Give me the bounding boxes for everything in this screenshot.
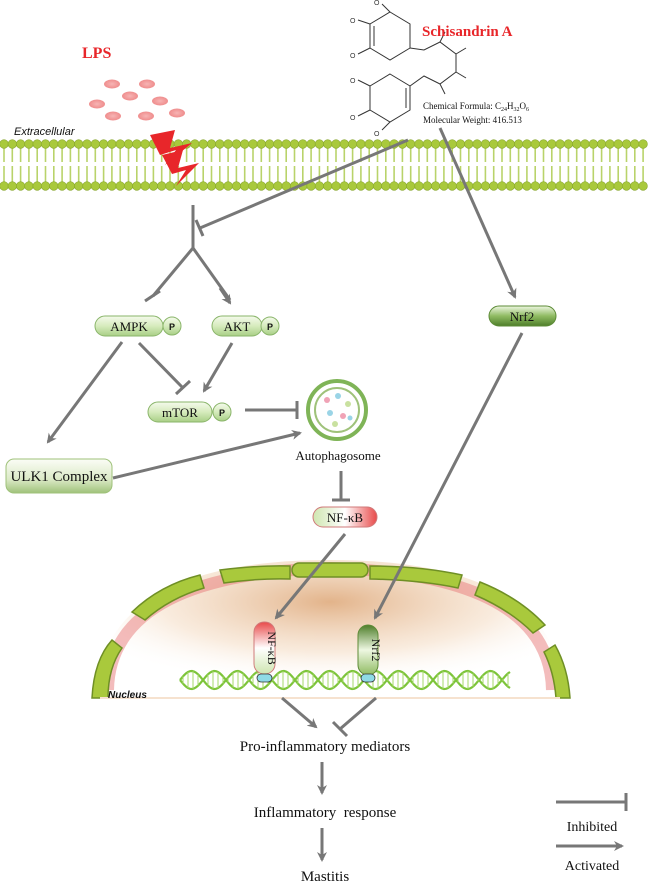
- mtor-node: mTOR P: [147, 401, 232, 423]
- inhibit-arrow-schisandrin: [194, 138, 409, 237]
- mastitis-label: Mastitis: [301, 869, 350, 885]
- nucleus-label: Nucleus: [108, 690, 147, 701]
- nrf2-nucleus-node: Nrf2: [357, 624, 383, 683]
- compound-formula: Chemical Formula: C24H32O6: [423, 101, 529, 113]
- akt-node: AKT P: [211, 315, 280, 337]
- svg-text:O: O: [350, 115, 356, 122]
- svg-text:NF-κB: NF-κB: [265, 631, 279, 664]
- lps-particles: [89, 79, 185, 121]
- schisandrin-structure: [357, 3, 467, 131]
- nucleus: [91, 560, 571, 700]
- cell-membrane: [0, 139, 650, 191]
- svg-text:Nrf2: Nrf2: [510, 309, 535, 324]
- autophagosome-label: Autophagosome: [295, 448, 380, 463]
- svg-text:AKT: AKT: [224, 319, 251, 334]
- legend: Inhibited Activated: [556, 793, 628, 874]
- legend-inhibit-symbol: [556, 793, 628, 811]
- lightning-bolt-icon: [150, 130, 199, 186]
- methoxy-labels: O O O O O O: [350, 0, 380, 138]
- svg-text:P: P: [169, 322, 175, 332]
- compound-weight: Molecular Weight: 416.513: [423, 115, 522, 125]
- svg-text:AMPK: AMPK: [110, 319, 148, 334]
- nrf2-node: Nrf2: [488, 305, 557, 327]
- extracellular-label: Extracellular: [14, 126, 76, 138]
- legend-activated: Activated: [565, 859, 619, 874]
- svg-text:O: O: [374, 131, 380, 138]
- autophagosome: [306, 379, 368, 441]
- lps-label: LPS: [82, 45, 111, 62]
- legend-inhibited: Inhibited: [567, 820, 618, 835]
- svg-text:O: O: [350, 53, 356, 60]
- ampk-node: AMPK P: [94, 315, 182, 337]
- response-label: Inflammatory response: [254, 805, 397, 821]
- nfkb-nucleus-node: NF-κB: [253, 621, 279, 683]
- svg-text:O: O: [374, 0, 380, 7]
- compound-name: Schisandrin A: [422, 24, 513, 40]
- svg-text:ULK1 Complex: ULK1 Complex: [10, 469, 108, 485]
- svg-text:Nrf2: Nrf2: [369, 639, 383, 662]
- activate-arrow-nrf2: [438, 127, 517, 299]
- mediators-label: Pro-inflammatory mediators: [240, 739, 411, 755]
- ulk1-node: ULK1 Complex: [5, 458, 113, 494]
- svg-text:O: O: [350, 78, 356, 85]
- svg-text:O: O: [350, 18, 356, 25]
- svg-text:NF-κB: NF-κB: [327, 510, 363, 525]
- nfkb-node: NF-κB: [312, 506, 378, 528]
- svg-text:mTOR: mTOR: [162, 405, 198, 420]
- svg-text:P: P: [267, 322, 273, 332]
- svg-text:P: P: [219, 408, 225, 418]
